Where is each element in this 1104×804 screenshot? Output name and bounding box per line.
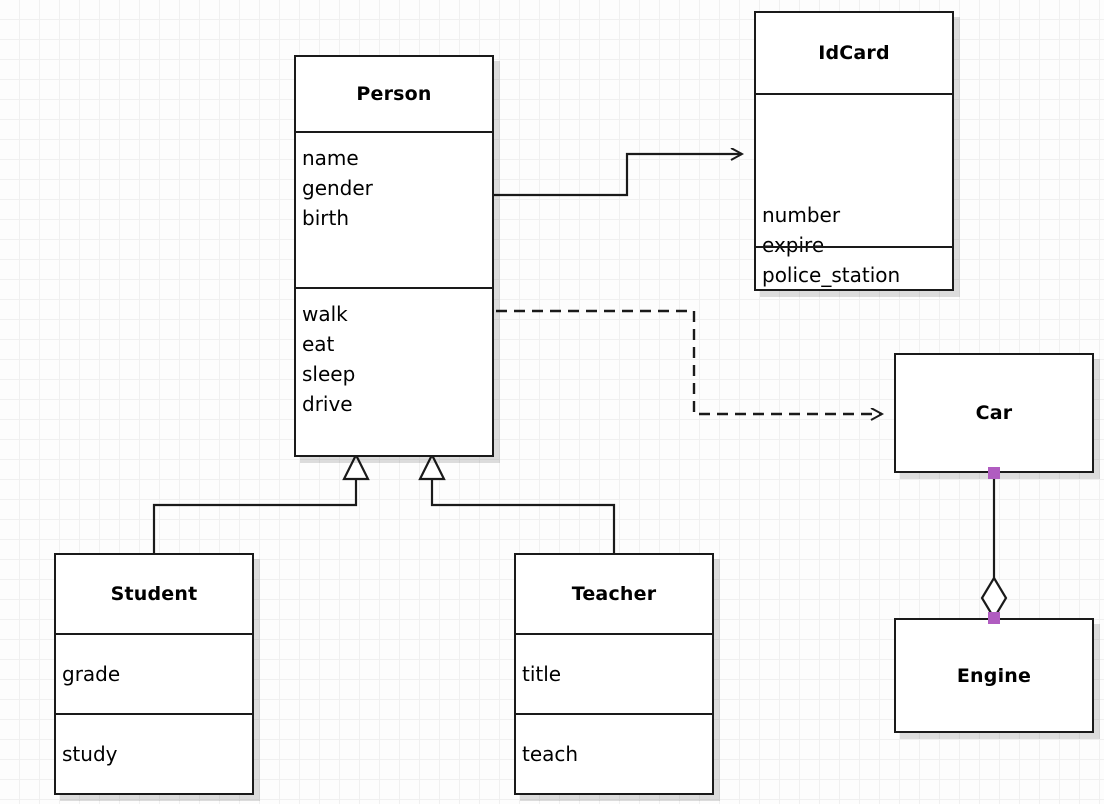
connection-handle-car-bottom[interactable] xyxy=(988,467,1000,479)
attribute-row: birth xyxy=(302,206,349,230)
connection-handle-engine-top[interactable] xyxy=(988,612,1000,624)
operation-row: study xyxy=(62,742,118,766)
association-person-idcard[interactable] xyxy=(494,154,742,197)
class-name-teacher: Teacher xyxy=(571,583,657,605)
dependency-person-car[interactable] xyxy=(496,309,882,414)
attribute-row: expire xyxy=(762,233,825,257)
operations-compartment-student: study xyxy=(56,713,252,793)
attribute-row: title xyxy=(522,662,562,686)
class-name-student: Student xyxy=(110,583,198,605)
class-name-car: Car xyxy=(975,402,1013,424)
operation-row: walk xyxy=(302,302,348,326)
aggregation-car-engine[interactable] xyxy=(980,473,1008,621)
operation-row: teach xyxy=(522,742,579,766)
class-box-person[interactable]: Person name gender birth walk eat sleep … xyxy=(294,55,494,457)
generalization-teacher-person[interactable] xyxy=(418,452,616,553)
attributes-compartment-person: name gender birth xyxy=(296,131,492,287)
class-name-idcard: IdCard xyxy=(818,42,890,64)
class-box-idcard[interactable]: IdCard number expire police_station xyxy=(754,11,954,291)
operations-compartment-teacher: teach xyxy=(516,713,712,793)
operation-row: eat xyxy=(302,332,335,356)
class-name-engine: Engine xyxy=(956,664,1032,687)
attribute-row: grade xyxy=(62,662,121,686)
class-box-teacher[interactable]: Teacher title teach xyxy=(514,553,714,795)
attribute-row: gender xyxy=(302,176,373,200)
attributes-compartment-student: grade xyxy=(56,633,252,713)
attribute-row: police_station xyxy=(762,263,901,287)
class-box-engine[interactable]: Engine xyxy=(894,618,1094,733)
attributes-compartment-teacher: title xyxy=(516,633,712,713)
attribute-row: number xyxy=(762,203,841,227)
class-box-student[interactable]: Student grade study xyxy=(54,553,254,795)
generalization-student-person[interactable] xyxy=(152,452,370,553)
class-box-car[interactable]: Car xyxy=(894,353,1094,473)
operations-compartment-person: walk eat sleep drive xyxy=(296,287,492,455)
attributes-compartment-idcard: number expire police_station xyxy=(756,93,952,287)
operations-compartment-idcard xyxy=(756,246,952,289)
attribute-row: name xyxy=(302,146,359,170)
class-name-person: Person xyxy=(356,83,432,105)
operation-row: drive xyxy=(302,392,353,416)
operation-row: sleep xyxy=(302,362,356,386)
